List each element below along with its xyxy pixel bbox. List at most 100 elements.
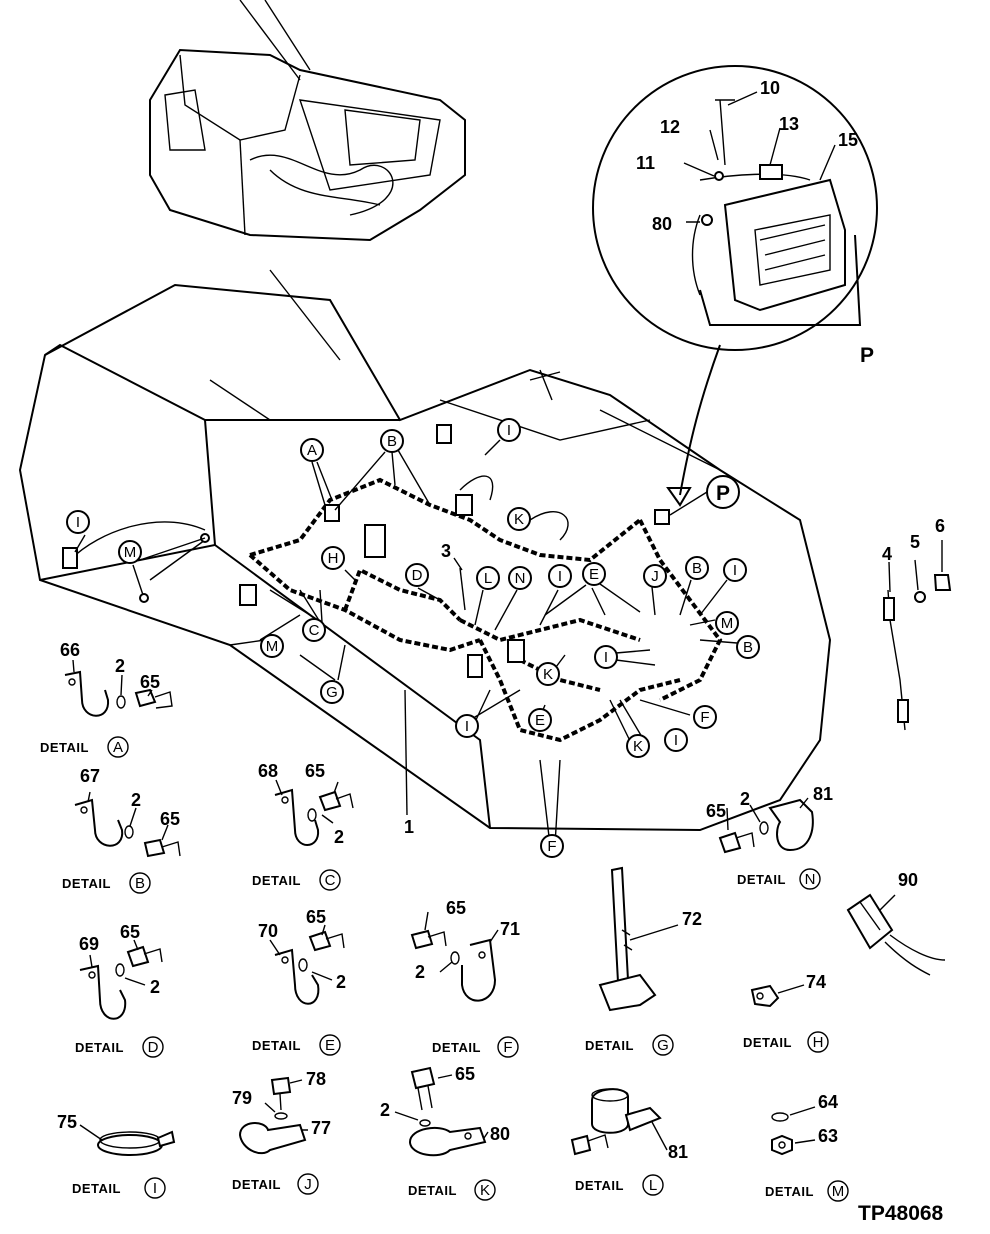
detail-j-word: DETAIL: [232, 1177, 281, 1192]
callout-h-text: H: [328, 550, 339, 567]
detail-d-part-2: 2: [150, 977, 160, 997]
detail-b-word: DETAIL: [62, 876, 111, 891]
inset-part-13: 13: [779, 114, 799, 134]
detail-d-letter: D: [148, 1039, 159, 1056]
callout-g: G: [320, 680, 344, 704]
detail-j-part-77: 77: [311, 1118, 331, 1138]
detail-c: 68 65 2 DETAIL C: [252, 761, 354, 891]
inset-part-11: 11: [636, 153, 655, 173]
detail-a-part-66: 66: [60, 640, 80, 660]
callout-p-text: P: [716, 482, 730, 505]
callout-c: C: [302, 618, 326, 642]
detail-k-part-80: 80: [490, 1124, 510, 1144]
callout-k-mid-text: K: [543, 666, 553, 683]
inset-part-12: 12: [660, 117, 680, 137]
callout-i-center: I: [548, 564, 572, 588]
detail-g-part-72: 72: [682, 909, 702, 929]
detail-m: 64 63 DETAIL M: [765, 1092, 849, 1202]
callout-i-right-text: I: [733, 562, 737, 579]
callout-j-text: J: [651, 568, 659, 585]
callout-i-mid: I: [594, 645, 618, 669]
detail-f-word: DETAIL: [432, 1040, 481, 1055]
leader-lines: [74, 439, 738, 846]
figure-id: TP48068: [858, 1202, 944, 1225]
callout-b-far-text: B: [743, 639, 753, 656]
callout-m-right: M: [715, 611, 739, 635]
overview-machine: [149, 0, 466, 242]
detail-a-part-65: 65: [140, 672, 160, 692]
harness-routing: [69, 475, 723, 743]
callout-b-right: B: [685, 556, 709, 580]
callout-i-low-left-text: I: [465, 718, 469, 735]
detail-b-letter: B: [135, 875, 145, 892]
inset-part-10: 10: [760, 78, 780, 98]
callout-m-mid: M: [260, 634, 284, 658]
detail-m-part-64: 64: [818, 1092, 838, 1112]
detail-e-part-2: 2: [336, 972, 346, 992]
detail-n-part-81: 81: [813, 784, 833, 804]
detail-b: 67 2 65 DETAIL B: [62, 766, 181, 894]
callout-b-far: B: [736, 635, 760, 659]
detail-f: 65 2 71 DETAIL F: [410, 898, 520, 1058]
callout-l: L: [476, 566, 500, 590]
detail-c-letter: C: [325, 872, 336, 889]
callout-k-low-text: K: [633, 738, 643, 755]
detail-f-part-71: 71: [500, 919, 520, 939]
detail-n: 65 2 81 DETAIL N: [706, 784, 833, 890]
callout-j: J: [643, 564, 667, 588]
detail-c-part-2: 2: [334, 827, 344, 847]
harness-part-labels: 3 1: [404, 541, 451, 837]
detail-a-part-2: 2: [115, 656, 125, 676]
part-label-3: 3: [441, 541, 451, 561]
callout-m-left-text: M: [124, 544, 137, 561]
detail-m-part-63: 63: [818, 1126, 838, 1146]
callout-k-right-text: K: [514, 511, 524, 528]
callout-a: A: [300, 438, 324, 462]
detail-l-word: DETAIL: [575, 1178, 624, 1193]
callout-i-right: I: [723, 558, 747, 582]
detail-l: 81 DETAIL L: [570, 1088, 688, 1196]
detail-f-part-65: 65: [446, 898, 466, 918]
callout-f-low-text: F: [547, 838, 556, 855]
callout-d: D: [405, 563, 429, 587]
part-label-5: 5: [910, 532, 920, 552]
detail-a-letter: A: [113, 739, 123, 756]
callout-l-text: L: [484, 570, 492, 587]
callout-k-mid: K: [536, 662, 560, 686]
detail-h: 74 DETAIL H: [743, 972, 829, 1053]
detail-h-part-74: 74: [806, 972, 826, 992]
main-machine-body: [18, 269, 832, 832]
callout-i-low-right-text: I: [674, 732, 678, 749]
detail-i-part-75: 75: [57, 1112, 77, 1132]
detail-j-part-78: 78: [306, 1069, 326, 1089]
detail-f-part-2: 2: [415, 962, 425, 982]
detail-a: 66 2 65 DETAIL A: [40, 640, 173, 758]
callout-i-mid-text: I: [604, 649, 608, 666]
detail-i-word: DETAIL: [72, 1181, 121, 1196]
detail-e-letter: E: [325, 1037, 335, 1054]
callout-m-mid-text: M: [266, 638, 279, 655]
callout-b-right-text: B: [692, 560, 702, 577]
callout-c-text: C: [309, 622, 320, 639]
detail-a-word: DETAIL: [40, 740, 89, 755]
callout-b: B: [380, 429, 404, 453]
callout-i-low-left: I: [455, 714, 479, 738]
detail-d-word: DETAIL: [75, 1040, 124, 1055]
callout-d-text: D: [412, 567, 423, 584]
detail-h-word: DETAIL: [743, 1035, 792, 1050]
detail-g-word: DETAIL: [585, 1038, 634, 1053]
callout-i-left-text: I: [76, 514, 80, 531]
callout-e-top: E: [582, 562, 606, 586]
callout-p: P: [706, 475, 740, 509]
callout-i-top-text: I: [507, 422, 511, 439]
detail-j-part-79: 79: [232, 1088, 252, 1108]
detail-d-part-65: 65: [120, 922, 140, 942]
detail-n-word: DETAIL: [737, 872, 786, 887]
right-side-cable: 4 5 6: [882, 516, 952, 731]
callout-k-low: K: [626, 734, 650, 758]
callout-g-text: G: [326, 684, 338, 701]
detail-k-part-65: 65: [455, 1064, 475, 1084]
callout-i-left: I: [66, 510, 90, 534]
callout-i-center-text: I: [558, 568, 562, 585]
